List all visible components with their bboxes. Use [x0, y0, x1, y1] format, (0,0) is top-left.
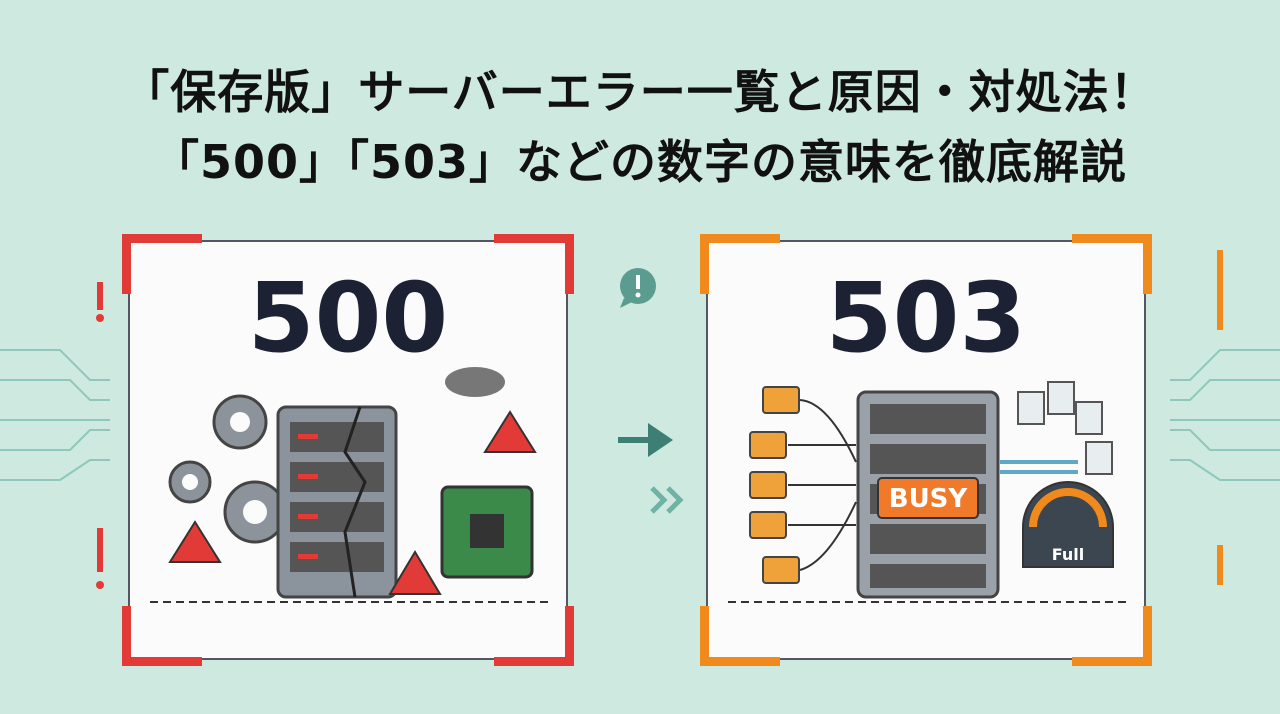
corner-bracket	[700, 234, 780, 294]
alert-bubble-icon	[620, 268, 656, 308]
circuit-lines-left	[0, 282, 110, 589]
error-code: 500	[247, 262, 449, 374]
arrow-icon	[618, 423, 673, 457]
corner-bracket	[122, 606, 202, 666]
circuit-lines-right	[1170, 250, 1280, 585]
corner-bracket	[494, 234, 574, 294]
gauge-label: Full	[1052, 545, 1085, 564]
chevrons-icon	[650, 486, 684, 514]
title-line-1: 「保存版」サーバーエラー一覧と原因・対処法！	[123, 65, 1157, 119]
busy-server-illustration: BUSY Full	[728, 381, 1128, 603]
error-code: 503	[825, 262, 1027, 374]
corner-bracket	[122, 234, 202, 294]
broken-server-illustration	[150, 367, 550, 603]
busy-sign: BUSY	[889, 484, 969, 514]
error-500-card: 500	[122, 234, 574, 666]
corner-bracket	[494, 606, 574, 666]
corner-bracket	[1072, 606, 1152, 666]
error-503-card: 503 BUSY Full	[700, 234, 1152, 666]
corner-bracket	[1072, 234, 1152, 294]
title-line-2: 「500」「503」などの数字の意味を徹底解説	[152, 135, 1128, 189]
corner-bracket	[700, 606, 780, 666]
